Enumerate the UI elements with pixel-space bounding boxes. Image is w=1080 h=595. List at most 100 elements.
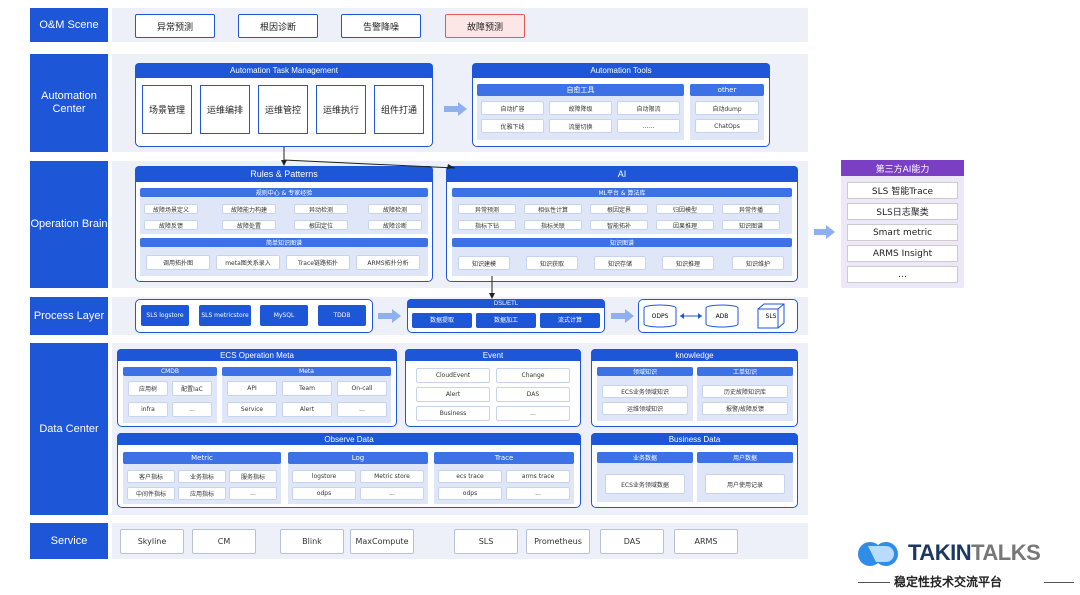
svc-prometheus[interactable]: Prometheus bbox=[526, 529, 590, 554]
at-other-cell[interactable]: 自动dump bbox=[695, 101, 759, 115]
event-cell[interactable]: CloudEvent bbox=[416, 368, 490, 383]
ecs-meta-cell[interactable]: ... bbox=[337, 402, 387, 417]
knowledge-ticket-cell[interactable]: 历史故障知识库 bbox=[702, 385, 788, 398]
rules-flow-cell[interactable]: 根因定位 bbox=[294, 220, 348, 230]
ecs-cmdb-cell[interactable]: 应用树 bbox=[128, 381, 168, 396]
observe-trace-cell[interactable]: ecs trace bbox=[438, 470, 502, 483]
rules-kg-cell[interactable]: meta图关系录入 bbox=[216, 255, 280, 270]
event-cell[interactable]: Business bbox=[416, 406, 490, 421]
pl-etl-cell[interactable]: 数据提取 bbox=[412, 313, 472, 328]
event-cell[interactable]: DAS bbox=[496, 387, 570, 402]
third-ai-item[interactable]: SLS 智能Trace bbox=[847, 182, 958, 199]
om-anomaly-prediction[interactable]: 异常预测 bbox=[135, 14, 215, 38]
ai-ml-cell[interactable]: 相似性计算 bbox=[524, 204, 582, 214]
om-fault-prediction[interactable]: 故障预测 bbox=[445, 14, 525, 38]
ecs-cmdb-cell[interactable]: ... bbox=[172, 402, 212, 417]
at-cell[interactable]: 优雅下线 bbox=[481, 119, 544, 133]
observe-metric-cell[interactable]: 服务指标 bbox=[229, 470, 277, 483]
observe-metric-cell[interactable]: 应用指标 bbox=[178, 487, 226, 500]
rules-flow-cell[interactable]: 故障场景定义 bbox=[144, 204, 198, 214]
rules-flow-cell[interactable]: 故障检测 bbox=[368, 204, 422, 214]
observe-trace-cell[interactable]: arms trace bbox=[506, 470, 570, 483]
event-cell[interactable]: Alert bbox=[416, 387, 490, 402]
third-ai-item[interactable]: Smart metric bbox=[847, 224, 958, 241]
rules-flow-cell[interactable]: 故障诊断 bbox=[368, 220, 422, 230]
ecs-cmdb-cell[interactable]: infra bbox=[128, 402, 168, 417]
ecs-meta-cell[interactable]: API bbox=[227, 381, 277, 396]
pl-etl-cell[interactable]: 流式计算 bbox=[540, 313, 600, 328]
atm-item-integration[interactable]: 组件打通 bbox=[374, 85, 424, 134]
event-cell[interactable]: Change bbox=[496, 368, 570, 383]
ai-ml-cell[interactable]: 因果推理 bbox=[656, 220, 714, 230]
ecs-meta-cell[interactable]: On-call bbox=[337, 381, 387, 396]
third-ai-item[interactable]: ARMS Insight bbox=[847, 245, 958, 262]
observe-metric-cell[interactable]: 客户指标 bbox=[127, 470, 175, 483]
om-alert-denoise[interactable]: 告警降噪 bbox=[341, 14, 421, 38]
ai-kg-step[interactable]: 知识维护 bbox=[732, 256, 784, 270]
svc-arms[interactable]: ARMS bbox=[674, 529, 738, 554]
third-ai-item[interactable]: SLS日志聚类 bbox=[847, 203, 958, 220]
pl-store[interactable]: SLS logstore bbox=[141, 305, 189, 326]
rules-flow-cell[interactable]: 故障反馈 bbox=[144, 220, 198, 230]
observe-log-cell[interactable]: ... bbox=[360, 487, 424, 500]
ai-kg-step[interactable]: 知识推理 bbox=[662, 256, 714, 270]
pl-store[interactable]: MySQL bbox=[260, 305, 308, 326]
event-cell[interactable]: ... bbox=[496, 406, 570, 421]
svc-das[interactable]: DAS bbox=[600, 529, 664, 554]
ai-kg-step[interactable]: 知识存储 bbox=[594, 256, 646, 270]
at-cell[interactable]: 流量切换 bbox=[549, 119, 612, 133]
ai-kg-step[interactable]: 知识获取 bbox=[526, 256, 578, 270]
ecs-meta-cell[interactable]: Team bbox=[282, 381, 332, 396]
ai-ml-cell[interactable]: 根因定界 bbox=[590, 204, 648, 214]
rules-flow-cell[interactable]: 故障处置 bbox=[222, 220, 276, 230]
observe-metric-cell[interactable]: 业务指标 bbox=[178, 470, 226, 483]
knowledge-domain-cell[interactable]: ECS业务领域知识 bbox=[602, 385, 688, 398]
atm-item-control[interactable]: 运维管控 bbox=[258, 85, 308, 134]
atm-item-execution[interactable]: 运维执行 bbox=[316, 85, 366, 134]
at-cell[interactable]: …… bbox=[617, 119, 680, 133]
at-cell[interactable]: 故障降级 bbox=[549, 101, 612, 115]
rules-flow-cell[interactable]: 异动检测 bbox=[294, 204, 348, 214]
ai-ml-cell[interactable]: 智能拓补 bbox=[590, 220, 648, 230]
at-other-cell[interactable]: ChatOps bbox=[695, 119, 759, 133]
rules-kg-cell[interactable]: 调用拓扑图 bbox=[146, 255, 210, 270]
observe-log-cell[interactable]: odps bbox=[292, 487, 356, 500]
observe-trace-cell[interactable]: odps bbox=[438, 487, 502, 500]
knowledge-ticket-cell[interactable]: 报警/故障反馈 bbox=[702, 402, 788, 415]
observe-log-cell[interactable]: Metric store bbox=[360, 470, 424, 483]
svc-sls[interactable]: SLS bbox=[454, 529, 518, 554]
knowledge-domain-cell[interactable]: 运维领域知识 bbox=[602, 402, 688, 415]
pl-store[interactable]: TDDB bbox=[318, 305, 366, 326]
ecs-cmdb-cell[interactable]: 配置IaC bbox=[172, 381, 212, 396]
rules-kg-cell[interactable]: Trace链路拓扑 bbox=[286, 255, 350, 270]
pl-store[interactable]: SLS metricstore bbox=[199, 305, 251, 326]
business-biz-cell[interactable]: ECS业务领域数据 bbox=[605, 474, 685, 494]
ai-ml-cell[interactable]: 知识图谱 bbox=[722, 220, 780, 230]
business-user-cell[interactable]: 用户使用记录 bbox=[705, 474, 785, 494]
ecs-meta-cell[interactable]: Service bbox=[227, 402, 277, 417]
observe-trace-cell[interactable]: ... bbox=[506, 487, 570, 500]
ai-ml-cell[interactable]: 指标下钻 bbox=[458, 220, 516, 230]
svc-skyline[interactable]: Skyline bbox=[120, 529, 184, 554]
ecs-meta-cell[interactable]: Alert bbox=[282, 402, 332, 417]
om-root-cause[interactable]: 根因诊断 bbox=[238, 14, 318, 38]
ai-ml-cell[interactable]: 归因模型 bbox=[656, 204, 714, 214]
ai-ml-cell[interactable]: 异常传播 bbox=[722, 204, 780, 214]
observe-metric-cell[interactable]: 中间件指标 bbox=[127, 487, 175, 500]
ai-ml-cell[interactable]: 异常预测 bbox=[458, 204, 516, 214]
at-cell[interactable]: 自动扩容 bbox=[481, 101, 544, 115]
ai-kg-step[interactable]: 知识建模 bbox=[458, 256, 510, 270]
rules-flow-cell[interactable]: 故障能力构建 bbox=[222, 204, 276, 214]
third-ai-item[interactable]: … bbox=[847, 266, 958, 283]
svc-maxcompute[interactable]: MaxCompute bbox=[350, 529, 414, 554]
rules-kg-cell[interactable]: ARMS拓扑分析 bbox=[356, 255, 420, 270]
at-cell[interactable]: 自动限流 bbox=[617, 101, 680, 115]
svc-blink[interactable]: Blink bbox=[280, 529, 344, 554]
atm-item-orchestration[interactable]: 运维编排 bbox=[200, 85, 250, 134]
ai-ml-cell[interactable]: 指标关联 bbox=[524, 220, 582, 230]
svc-cm[interactable]: CM bbox=[192, 529, 256, 554]
observe-log-cell[interactable]: logstore bbox=[292, 470, 356, 483]
atm-item-scene[interactable]: 场景管理 bbox=[142, 85, 192, 134]
pl-etl-cell[interactable]: 数据加工 bbox=[476, 313, 536, 328]
observe-metric-cell[interactable]: ... bbox=[229, 487, 277, 500]
